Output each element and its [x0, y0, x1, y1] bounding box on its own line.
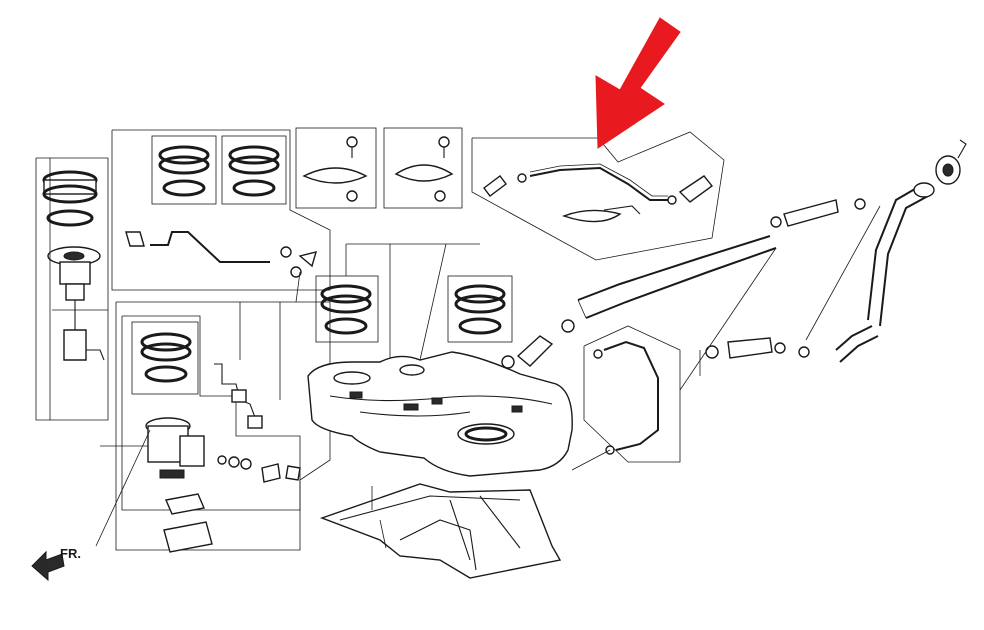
center-ring-insets: [315, 243, 513, 361]
highlight-arrow-icon: [595, 17, 681, 149]
heat-shield: [319, 483, 562, 579]
pump-module-box: [35, 157, 109, 421]
filler-hoses: [501, 139, 967, 471]
sender-plate-boxes: [295, 127, 463, 209]
front-direction-indicator: FR.: [31, 546, 81, 582]
fuel-tank: [307, 351, 573, 477]
red-arrow-shape: [595, 17, 681, 149]
lower-pump-box: [115, 301, 331, 553]
front-arrow-icon: [31, 550, 65, 582]
front-label: FR.: [60, 546, 81, 561]
leader-lines: [52, 271, 387, 549]
upper-seal-box: [111, 129, 331, 291]
highlighted-evap-line-box: [471, 131, 725, 261]
